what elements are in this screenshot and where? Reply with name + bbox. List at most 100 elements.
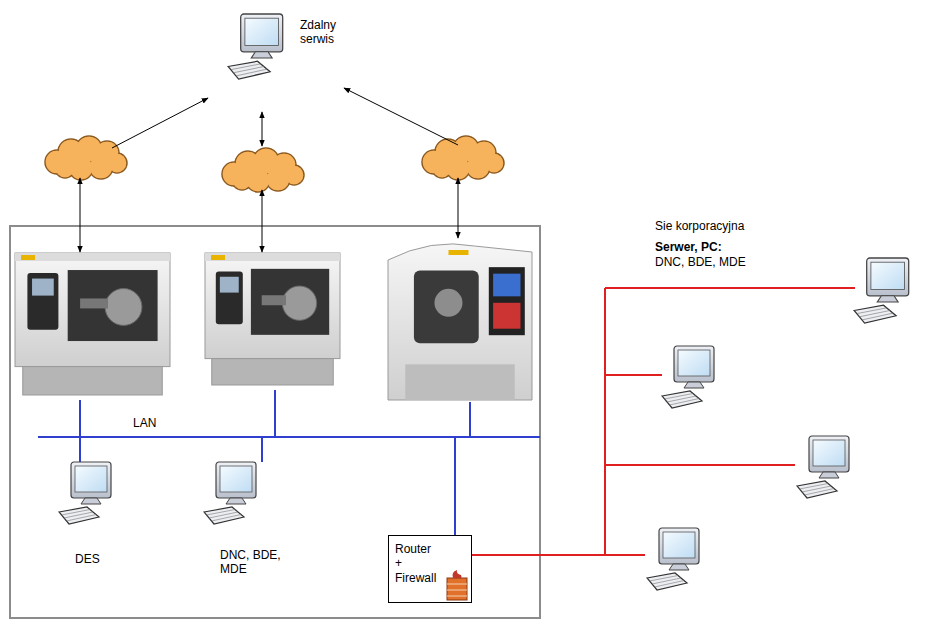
network-cloud (422, 136, 504, 180)
control-panel (27, 273, 58, 330)
grinding-wheel (105, 289, 142, 326)
lan-drop (274, 390, 276, 437)
corporate-net (605, 287, 855, 289)
machine-base (212, 359, 334, 385)
key-row (64, 512, 93, 518)
lan-drop (79, 400, 81, 437)
keyboard (662, 391, 702, 408)
screen (678, 350, 710, 376)
monitor (867, 258, 909, 296)
corporate-note: Sie korporacyjna (655, 219, 744, 233)
key-row (209, 512, 238, 518)
keyboard (59, 507, 99, 524)
computer-icon (797, 436, 849, 498)
computer-node: DES (55, 462, 135, 574)
lan-drop (469, 402, 471, 437)
corporate-net (472, 554, 605, 556)
corporate-note: Serwer, PC: (655, 240, 722, 254)
screen (245, 18, 279, 45)
panel-screen (32, 279, 54, 296)
workpiece (262, 295, 286, 305)
panel-screen (220, 277, 239, 293)
network-cloud (45, 136, 127, 180)
key-row (212, 515, 242, 522)
screen (220, 466, 252, 492)
arrow (262, 112, 263, 146)
computer-node: DNC, BDE, MDE (200, 462, 300, 592)
key-row (62, 510, 91, 516)
corporate-net (605, 554, 645, 556)
cloud-fill (90, 156, 112, 178)
corporate-note: DNC, BDE, MDE (655, 255, 746, 269)
monitor (809, 436, 849, 472)
monitor (216, 462, 256, 498)
workpiece (80, 298, 108, 308)
stand (819, 472, 839, 478)
key-row (652, 578, 681, 584)
machine-window (414, 270, 479, 343)
control-panel (216, 271, 243, 324)
corporate-net (605, 464, 795, 466)
computer-icon (59, 462, 111, 524)
computer-icon (647, 528, 699, 590)
key-row (233, 67, 263, 73)
key-row (670, 399, 700, 406)
computer-icon (662, 346, 714, 408)
grinding-machine (388, 244, 532, 400)
brick-line (447, 596, 467, 597)
machine-body (15, 253, 170, 367)
key-row (650, 576, 679, 582)
machine-window (68, 270, 158, 341)
control-panel (489, 267, 525, 335)
firewall-wall (447, 578, 467, 600)
network-cloud (222, 148, 304, 192)
corporate-net (604, 288, 606, 555)
cloud-fill (433, 159, 451, 177)
stand (684, 382, 704, 388)
machine-body (205, 253, 340, 359)
keyboard (797, 481, 837, 498)
grinding-wheel (282, 286, 316, 320)
machine-top (205, 253, 340, 261)
key-row (805, 489, 835, 496)
arrow (344, 88, 458, 145)
screen (813, 440, 845, 466)
machine-top (15, 253, 170, 261)
keyboard (228, 61, 270, 79)
router-box: Router + Firewall (388, 535, 472, 603)
key-row (857, 308, 887, 314)
stand (251, 52, 272, 58)
logo (211, 255, 225, 260)
node-label: DES (75, 552, 131, 566)
logo (21, 255, 35, 260)
brick-line (447, 590, 467, 591)
stand (669, 564, 689, 570)
keyboard (647, 573, 687, 590)
cloud-fill (233, 171, 251, 189)
key-row (802, 486, 831, 492)
stand (226, 498, 246, 504)
key-row (655, 581, 685, 588)
screen (75, 466, 107, 492)
arrow (112, 98, 208, 148)
screen (663, 532, 695, 558)
monitor (241, 14, 283, 52)
lan-drop (79, 437, 81, 462)
computer-icon-frame (200, 462, 300, 592)
monitor (674, 346, 714, 382)
computer-icon (204, 462, 256, 524)
keyboard (854, 305, 896, 323)
key-row (800, 484, 829, 490)
computer-node: Zdalny serwis (226, 8, 366, 84)
node-label: Router + Firewall (395, 542, 439, 585)
key-row (236, 69, 267, 76)
spindle (434, 289, 462, 317)
key-row (67, 515, 97, 522)
key-row (207, 510, 236, 516)
lan-drop (454, 437, 456, 535)
grinding-machine (205, 253, 340, 385)
grinding-machine (15, 253, 170, 395)
brick-line (447, 584, 467, 585)
arrow (458, 178, 459, 238)
